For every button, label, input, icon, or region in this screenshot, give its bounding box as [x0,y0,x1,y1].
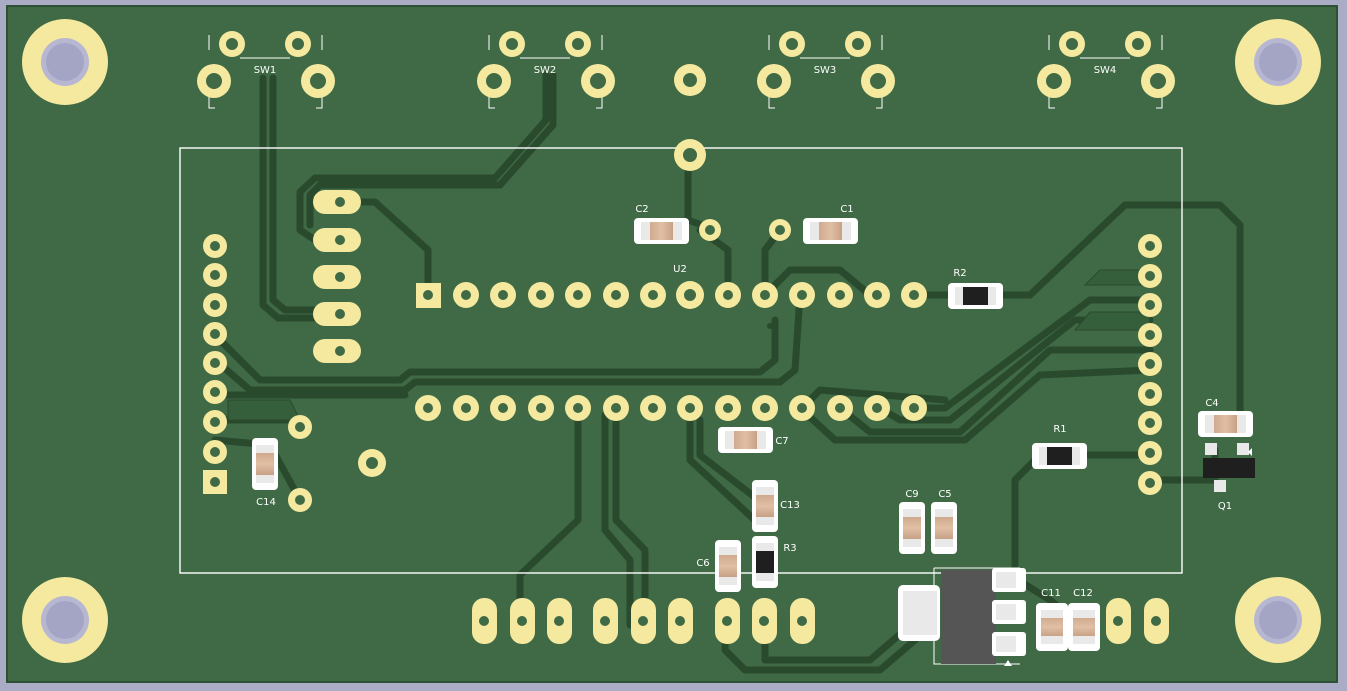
label-c14: C14 [256,497,276,508]
label-r1: R1 [1053,424,1066,435]
smd-c11: C11 [1036,588,1068,651]
copper-traces [211,71,1244,674]
label-u2: U2 [673,264,687,275]
label-q1: Q1 [1218,501,1232,512]
connector-bottom [472,598,1169,644]
header-left [203,234,227,494]
header-right [1138,234,1162,495]
smd-c12: C12 [1068,588,1100,651]
board-substrate [6,5,1338,683]
mounting-hole [1235,577,1321,663]
mounting-hole [22,577,108,663]
smd-r3: R3 [752,536,797,588]
label-c4: C4 [1205,398,1218,409]
switch-sw3: SW3 [757,31,895,109]
connector-5pin [313,190,361,363]
label-r3: R3 [783,543,796,554]
smd-r2: R2 [948,268,1003,309]
smd-c4: C4 [1198,398,1253,437]
smd-c2: C2 [634,204,689,244]
mounting-holes [22,19,1321,663]
label-c13: C13 [780,500,800,511]
smd-c14: C14 [252,438,278,508]
smd-c7: C7 [718,427,789,453]
smd-c9: C9 [899,489,925,554]
label-c7: C7 [775,436,788,447]
mounting-hole [1235,19,1321,105]
smd-c5: C5 [931,489,957,554]
switch-sw2: SW2 [477,31,615,109]
smd-c13: C13 [752,480,800,532]
label-c5: C5 [938,489,951,500]
smd-c6: C6 [696,540,741,592]
label-c12: C12 [1073,588,1093,599]
mounting-hole [22,19,108,105]
regulator [898,567,1026,666]
label-sw1: SW1 [254,65,277,76]
copper-pours [227,269,1151,421]
ic-u2: U2 [415,264,927,421]
label-c11: C11 [1041,588,1061,599]
label-sw3: SW3 [814,65,837,76]
transistor-q1: Q1 [1203,443,1255,512]
smd-r1: R1 [1032,424,1087,469]
smd-c1: C1 [803,204,858,244]
label-sw2: SW2 [534,65,557,76]
label-c1: C1 [840,204,853,215]
label-sw4: SW4 [1094,65,1117,76]
vias [288,64,791,512]
label-c6: C6 [696,558,709,569]
switch-sw1: SW1 [197,31,335,109]
label-c2: C2 [635,204,648,215]
label-c9: C9 [905,489,918,500]
switch-sw4: SW4 [1037,31,1175,109]
label-r2: R2 [953,268,966,279]
